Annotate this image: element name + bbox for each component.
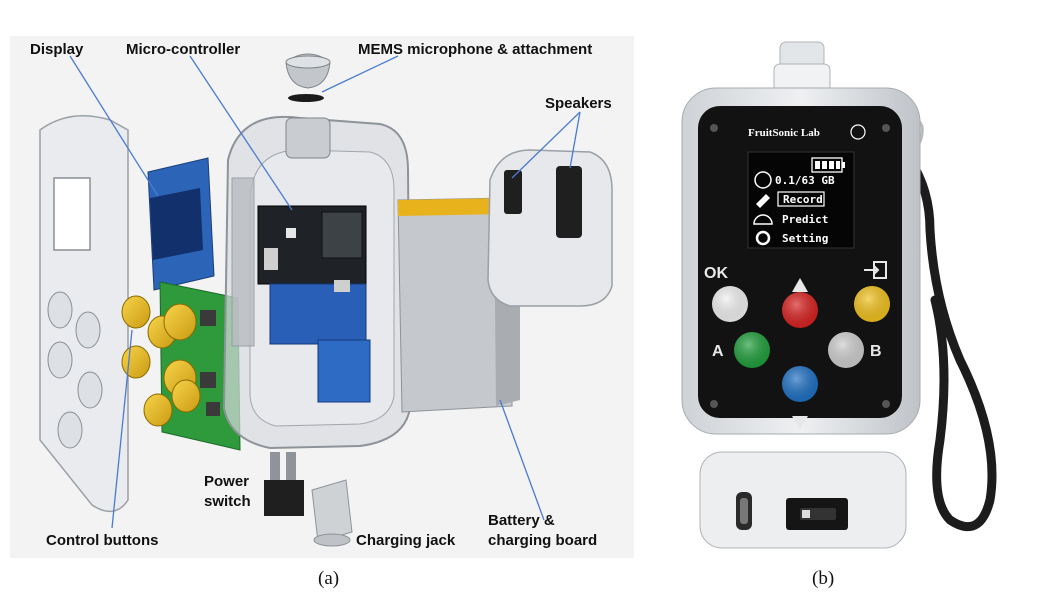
storage-text: 0.1/63 GB [775, 174, 835, 187]
leader-lines [69, 55, 581, 529]
front-cover [39, 115, 129, 513]
label-charging-jack: Charging jack [356, 532, 456, 549]
label-ok: OK [704, 265, 728, 282]
record-selection-box [777, 191, 825, 207]
label-control-buttons: Control buttons [46, 532, 158, 549]
control-button-board [121, 281, 241, 451]
charging-jack [311, 479, 353, 547]
label-a: A [712, 343, 724, 360]
caption-a: (a) [318, 568, 339, 589]
menu-setting: Setting [782, 232, 828, 245]
back-cover [487, 149, 613, 307]
label-charging-board: charging board [488, 532, 597, 549]
menu-predict: Predict [782, 213, 828, 226]
label-display: Display [30, 41, 84, 58]
mic-nozzle [773, 41, 831, 95]
label-battery: Battery & [488, 512, 555, 529]
mems-microphone [285, 53, 331, 102]
battery-icon [811, 157, 845, 173]
wrist-strap [905, 155, 997, 532]
panel-a: Display Micro-controller MEMS microphone… [10, 36, 634, 589]
exit-icon [864, 261, 887, 279]
label-mems-microphone: MEMS microphone & attachment [358, 41, 592, 58]
microphone-icon [756, 194, 770, 208]
label-speakers: Speakers [545, 95, 612, 112]
device-side-view [699, 451, 907, 549]
caption-b: (b) [812, 568, 834, 589]
down-arrow-icon [792, 416, 808, 430]
power-switch [264, 452, 304, 516]
gear-icon [755, 230, 771, 246]
label-microcontroller: Micro-controller [126, 41, 240, 58]
label-switch: switch [204, 493, 251, 510]
label-b: B [870, 343, 882, 360]
up-arrow-icon [792, 278, 808, 292]
display-module [147, 157, 215, 291]
brand-logo-icon [850, 124, 866, 140]
microcontroller-board [257, 205, 371, 403]
panel-b: FruitSonic Lab 0.1/63 GB Record Predict … [681, 41, 997, 589]
gauge-icon [753, 214, 773, 225]
label-power: Power [204, 473, 249, 490]
menu-record: Record [783, 193, 823, 206]
fruit-icon [754, 171, 772, 189]
device-buttons [712, 286, 890, 402]
screws [710, 124, 890, 408]
brand-label: FruitSonic Lab [748, 127, 820, 139]
